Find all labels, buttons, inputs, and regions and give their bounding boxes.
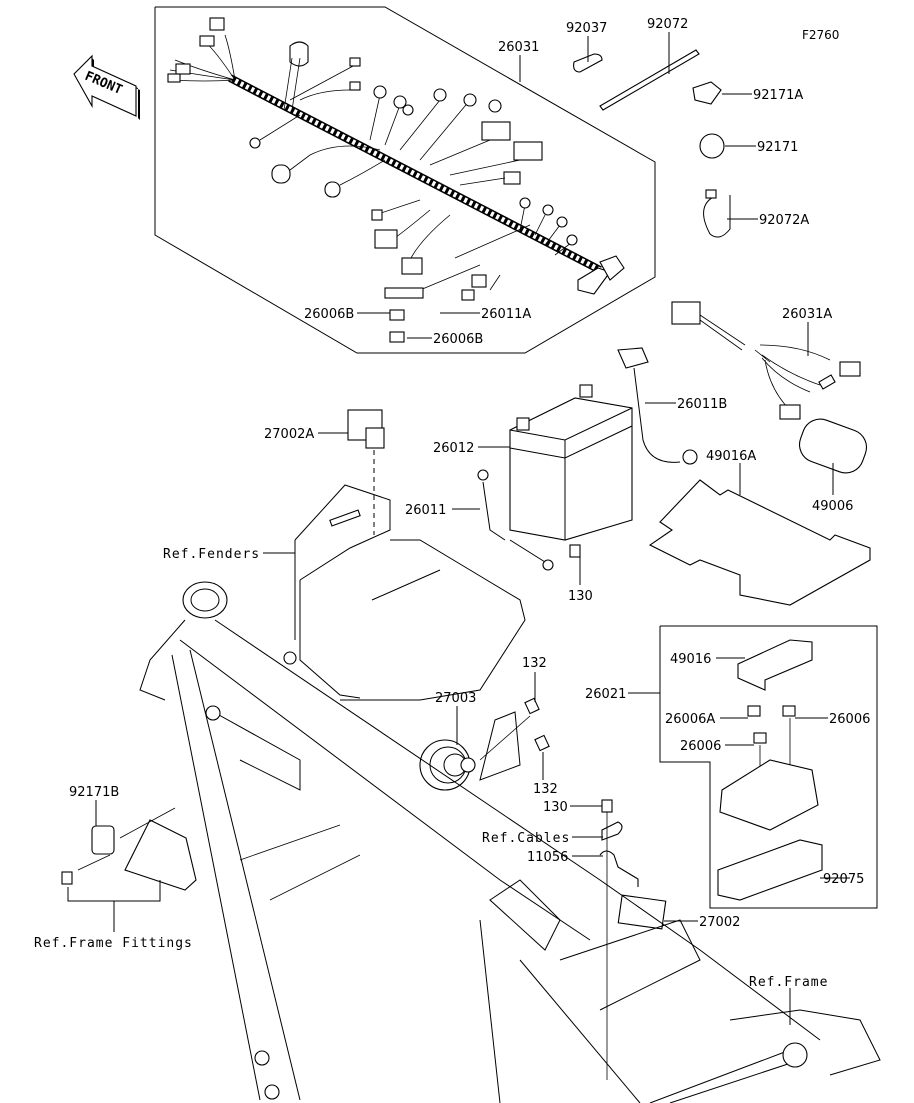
part-label-26011b[interactable]: 26011B [677,397,727,412]
cover-92075 [717,839,823,901]
clamp-92171 [699,133,725,159]
sub-harness-26031a [671,301,861,420]
part-label-26006-left[interactable]: 26006 [680,739,721,754]
part-label-27003[interactable]: 27003 [435,691,476,706]
bolt-130-upper [569,544,581,558]
part-label-26021[interactable]: 26021 [585,687,626,702]
relay-27002 [617,894,667,930]
front-arrow-icon: FRONT [73,54,140,120]
fuse-26006a [747,705,761,717]
part-label-92171a[interactable]: 92171A [753,88,803,103]
part-label-49016a[interactable]: 49016A [706,449,756,464]
part-label-92037[interactable]: 92037 [566,21,607,36]
part-label-130-upper[interactable]: 130 [568,589,593,604]
part-label-27002a[interactable]: 27002A [264,427,314,442]
band-92072a [703,195,731,238]
horn-27003 [419,711,531,791]
frame-fitting-bracket [61,807,197,891]
part-label-92171b[interactable]: 92171B [69,785,119,800]
part-label-26031a[interactable]: 26031A [782,307,832,322]
relay-27002a [347,409,385,535]
bolt-132-upper [524,697,540,715]
battery-cable-26011 [477,469,554,571]
part-label-92072[interactable]: 92072 [647,17,688,32]
clamp-92037 [573,53,603,73]
part-label-11056[interactable]: 11056 [527,850,568,865]
part-label-92171[interactable]: 92171 [757,140,798,155]
frame [139,581,881,1103]
part-label-132-upper[interactable]: 132 [522,656,547,671]
fuse-26006-left [753,732,767,744]
ref-fenders-label[interactable]: Ref.Fenders [163,547,260,562]
part-label-26006b-lower[interactable]: 26006B [433,332,483,347]
part-label-26011a[interactable]: 26011A [481,307,531,322]
junction-box-26021 [719,759,819,831]
ref-frame-fittings-label[interactable]: Ref.Frame Fittings [34,936,193,951]
cable-tie-92072 [599,49,700,111]
bolt-130-lower [601,799,613,813]
junction-box-group [659,625,878,909]
leader-lines [67,32,850,1025]
part-label-49016[interactable]: 49016 [670,652,711,667]
cover-49006 [798,418,868,474]
battery-26012 [509,384,633,541]
part-label-26006-right[interactable]: 26006 [829,712,870,727]
part-label-49006[interactable]: 49006 [812,499,853,514]
cover-49016 [737,639,813,691]
clamp-92171a [692,81,722,105]
part-label-26006a[interactable]: 26006A [665,712,715,727]
cable-clamp [601,821,623,841]
bracket-11056 [599,850,639,887]
part-label-130-lower[interactable]: 130 [543,800,568,815]
fuse-26006b-a [389,309,405,321]
part-label-132-lower[interactable]: 132 [533,782,558,797]
part-label-92072a[interactable]: 92072A [759,213,809,228]
ref-cables-label[interactable]: Ref.Cables [482,831,570,846]
figure-id: F2760 [802,28,839,42]
part-label-26031[interactable]: 26031 [498,40,539,55]
battery-tray-49016a [648,479,871,606]
battery-case [283,484,526,701]
part-label-26012[interactable]: 26012 [433,441,474,456]
battery-cable-26011b [617,347,649,369]
part-label-26006b-upper[interactable]: 26006B [304,307,354,322]
bolt-132-lower [534,734,550,752]
part-label-92075[interactable]: 92075 [823,872,864,887]
fuse-26006-right [782,705,796,717]
main-wiring-harness [167,17,625,301]
part-label-27002[interactable]: 27002 [699,915,740,930]
harness-group-outline [154,6,656,354]
ref-frame-label[interactable]: Ref.Frame [749,975,828,990]
part-label-26011[interactable]: 26011 [405,503,446,518]
fuse-26006b-b [389,331,405,343]
